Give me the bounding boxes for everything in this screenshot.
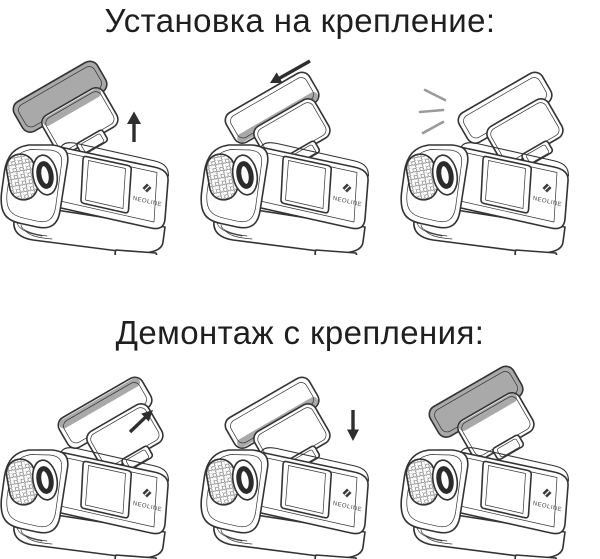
arrow-down-left-icon (270, 59, 311, 83)
arrow-down-icon (347, 410, 359, 441)
install-step-1-figure: NEOLINE (0, 57, 200, 255)
install-steps-row: NEOLINE NEOLINE NEOLINE (0, 55, 600, 255)
install-section-title: Установка на крепление: (104, 2, 496, 39)
remove-step-2-figure: NEOLINE (200, 373, 400, 559)
remove-section-title: Демонтаж с крепления: (115, 314, 485, 351)
arrow-up-icon (127, 111, 141, 142)
remove-steps-row: NEOLINE NEOLINE NEOLINE (0, 360, 600, 559)
click-snap-icon (418, 88, 447, 135)
remove-step-3-figure: NEOLINE (400, 362, 600, 559)
arrow-up-right-icon (128, 410, 153, 434)
install-step-3-figure: NEOLINE (400, 68, 579, 255)
remove-step-1-figure: NEOLINE (0, 373, 179, 559)
install-step-2-figure: NEOLINE (200, 59, 400, 255)
